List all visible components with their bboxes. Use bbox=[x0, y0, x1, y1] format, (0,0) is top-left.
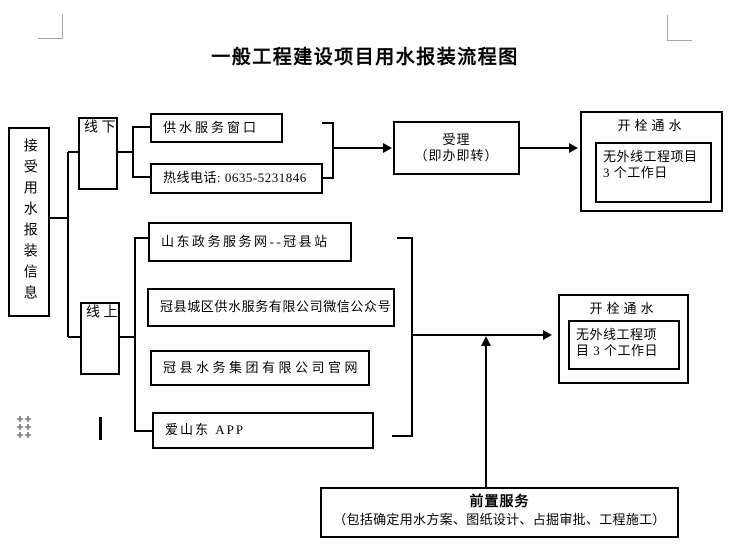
box-open-valve-offline: 开栓通水 无外线工程项目 3 个工作日 bbox=[580, 111, 723, 212]
bracket-offline-left bbox=[132, 126, 150, 178]
arrowhead-to-accept bbox=[383, 143, 392, 153]
box-receive-application: 接受用水报装信息 bbox=[8, 127, 50, 317]
accept-line2: （即办即转） bbox=[414, 148, 499, 163]
flowchart-title: 一般工程建设项目用水报装流程图 bbox=[211, 47, 519, 68]
result1-detail-line1: 无外线工程项目 bbox=[603, 149, 698, 164]
result2-title: 开栓通水 bbox=[589, 301, 658, 316]
drag-handle-icon[interactable] bbox=[17, 416, 31, 438]
result2-detail-box: 无外线工程项 目 3 个工作日 bbox=[568, 320, 680, 370]
bracket-offline-right bbox=[322, 122, 334, 179]
box-offline-hotline: 热线电话: 0635-5231846 bbox=[150, 163, 323, 194]
text-cursor bbox=[99, 417, 102, 440]
pre-service-title: 前置服务 bbox=[469, 493, 530, 509]
box-online-gov-portal: 山东政务服务网--冠县站 bbox=[148, 222, 352, 262]
box-online-official-website: 冠县水务集团有限公司官网 bbox=[150, 350, 370, 386]
result2-detail-line2: 目 3 个工作日 bbox=[576, 343, 659, 359]
box-online-app: 爱山东 APP bbox=[152, 412, 374, 449]
box-branch-online: 线上 bbox=[80, 302, 120, 375]
box-branch-offline: 线下 bbox=[78, 117, 118, 190]
bracket-online-left bbox=[134, 237, 152, 432]
bracket-online-right bbox=[392, 237, 413, 437]
page-margin-corner-top-right bbox=[667, 15, 692, 41]
arrowhead-preservice-up bbox=[481, 336, 491, 346]
box-online-wechat-account: 冠县城区供水服务有限公司微信公众号 bbox=[147, 288, 395, 327]
accept-line1: 受理 bbox=[442, 131, 471, 147]
arrowhead-to-result2 bbox=[543, 330, 552, 340]
result1-detail-box: 无外线工程项目 3 个工作日 bbox=[595, 142, 712, 203]
box-open-valve-online: 开栓通水 无外线工程项 目 3 个工作日 bbox=[558, 294, 689, 384]
arrowhead-to-result1 bbox=[569, 143, 578, 153]
box-accept: 受理 （即办即转） bbox=[393, 121, 520, 175]
result2-detail-line1: 无外线工程项 bbox=[576, 327, 658, 342]
box-pre-service: 前置服务 （包括确定用水方案、图纸设计、占掘审批、工程施工） bbox=[320, 487, 679, 538]
pre-service-subtitle: （包括确定用水方案、图纸设计、占掘审批、工程施工） bbox=[333, 511, 666, 527]
result1-title: 开栓通水 bbox=[617, 118, 686, 133]
box-offline-service-window: 供水服务窗口 bbox=[150, 113, 283, 143]
result1-detail-line2: 3 个工作日 bbox=[603, 165, 668, 181]
page-margin-corner-top-left bbox=[38, 14, 63, 39]
